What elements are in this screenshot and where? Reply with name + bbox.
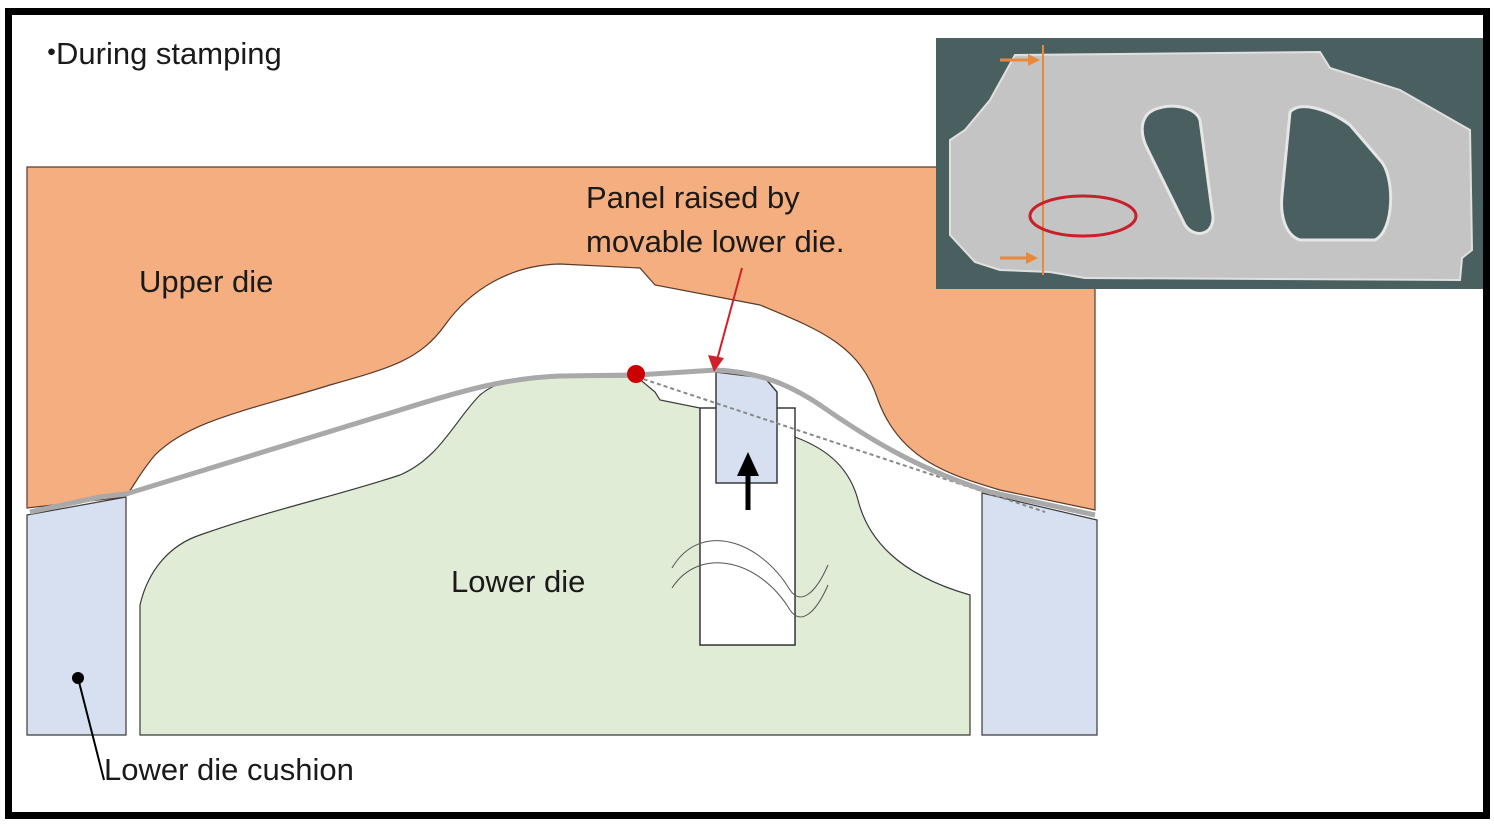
- title-text: During stamping: [56, 36, 282, 71]
- lower-die: [139, 376, 971, 736]
- callout-arrow-line: [716, 267, 743, 361]
- up-arrow-icon: [737, 452, 759, 476]
- panel-window-1: [1140, 104, 1215, 235]
- left-lower-die-cushion: [26, 496, 127, 736]
- right-lower-die-cushion: [981, 492, 1098, 736]
- panel-sheet: [29, 367, 1096, 518]
- lower-die-cushion-label: Lower die cushion: [104, 752, 354, 787]
- contact-point: [627, 365, 645, 383]
- upper-die-label: Upper die: [139, 264, 273, 299]
- panel-window-2: [1280, 105, 1393, 242]
- break-line: [671, 540, 829, 598]
- title-bullet: ・: [36, 36, 67, 71]
- highlight-ellipse: [1028, 194, 1138, 238]
- upper-die: [26, 166, 1096, 511]
- break-line: [671, 562, 829, 618]
- cushion-leader-line: [77, 677, 105, 781]
- orange-arrow-bottom-icon: [1026, 252, 1038, 264]
- callout-line-2: movable lower die.: [586, 224, 844, 259]
- orange-arrow-top-icon: [1028, 54, 1040, 66]
- lower-die-label: Lower die: [451, 564, 585, 599]
- callout-line-1: Panel raised by: [586, 180, 800, 215]
- callout-arrow-icon: [708, 355, 724, 372]
- inset-panel-photo: [936, 38, 1483, 289]
